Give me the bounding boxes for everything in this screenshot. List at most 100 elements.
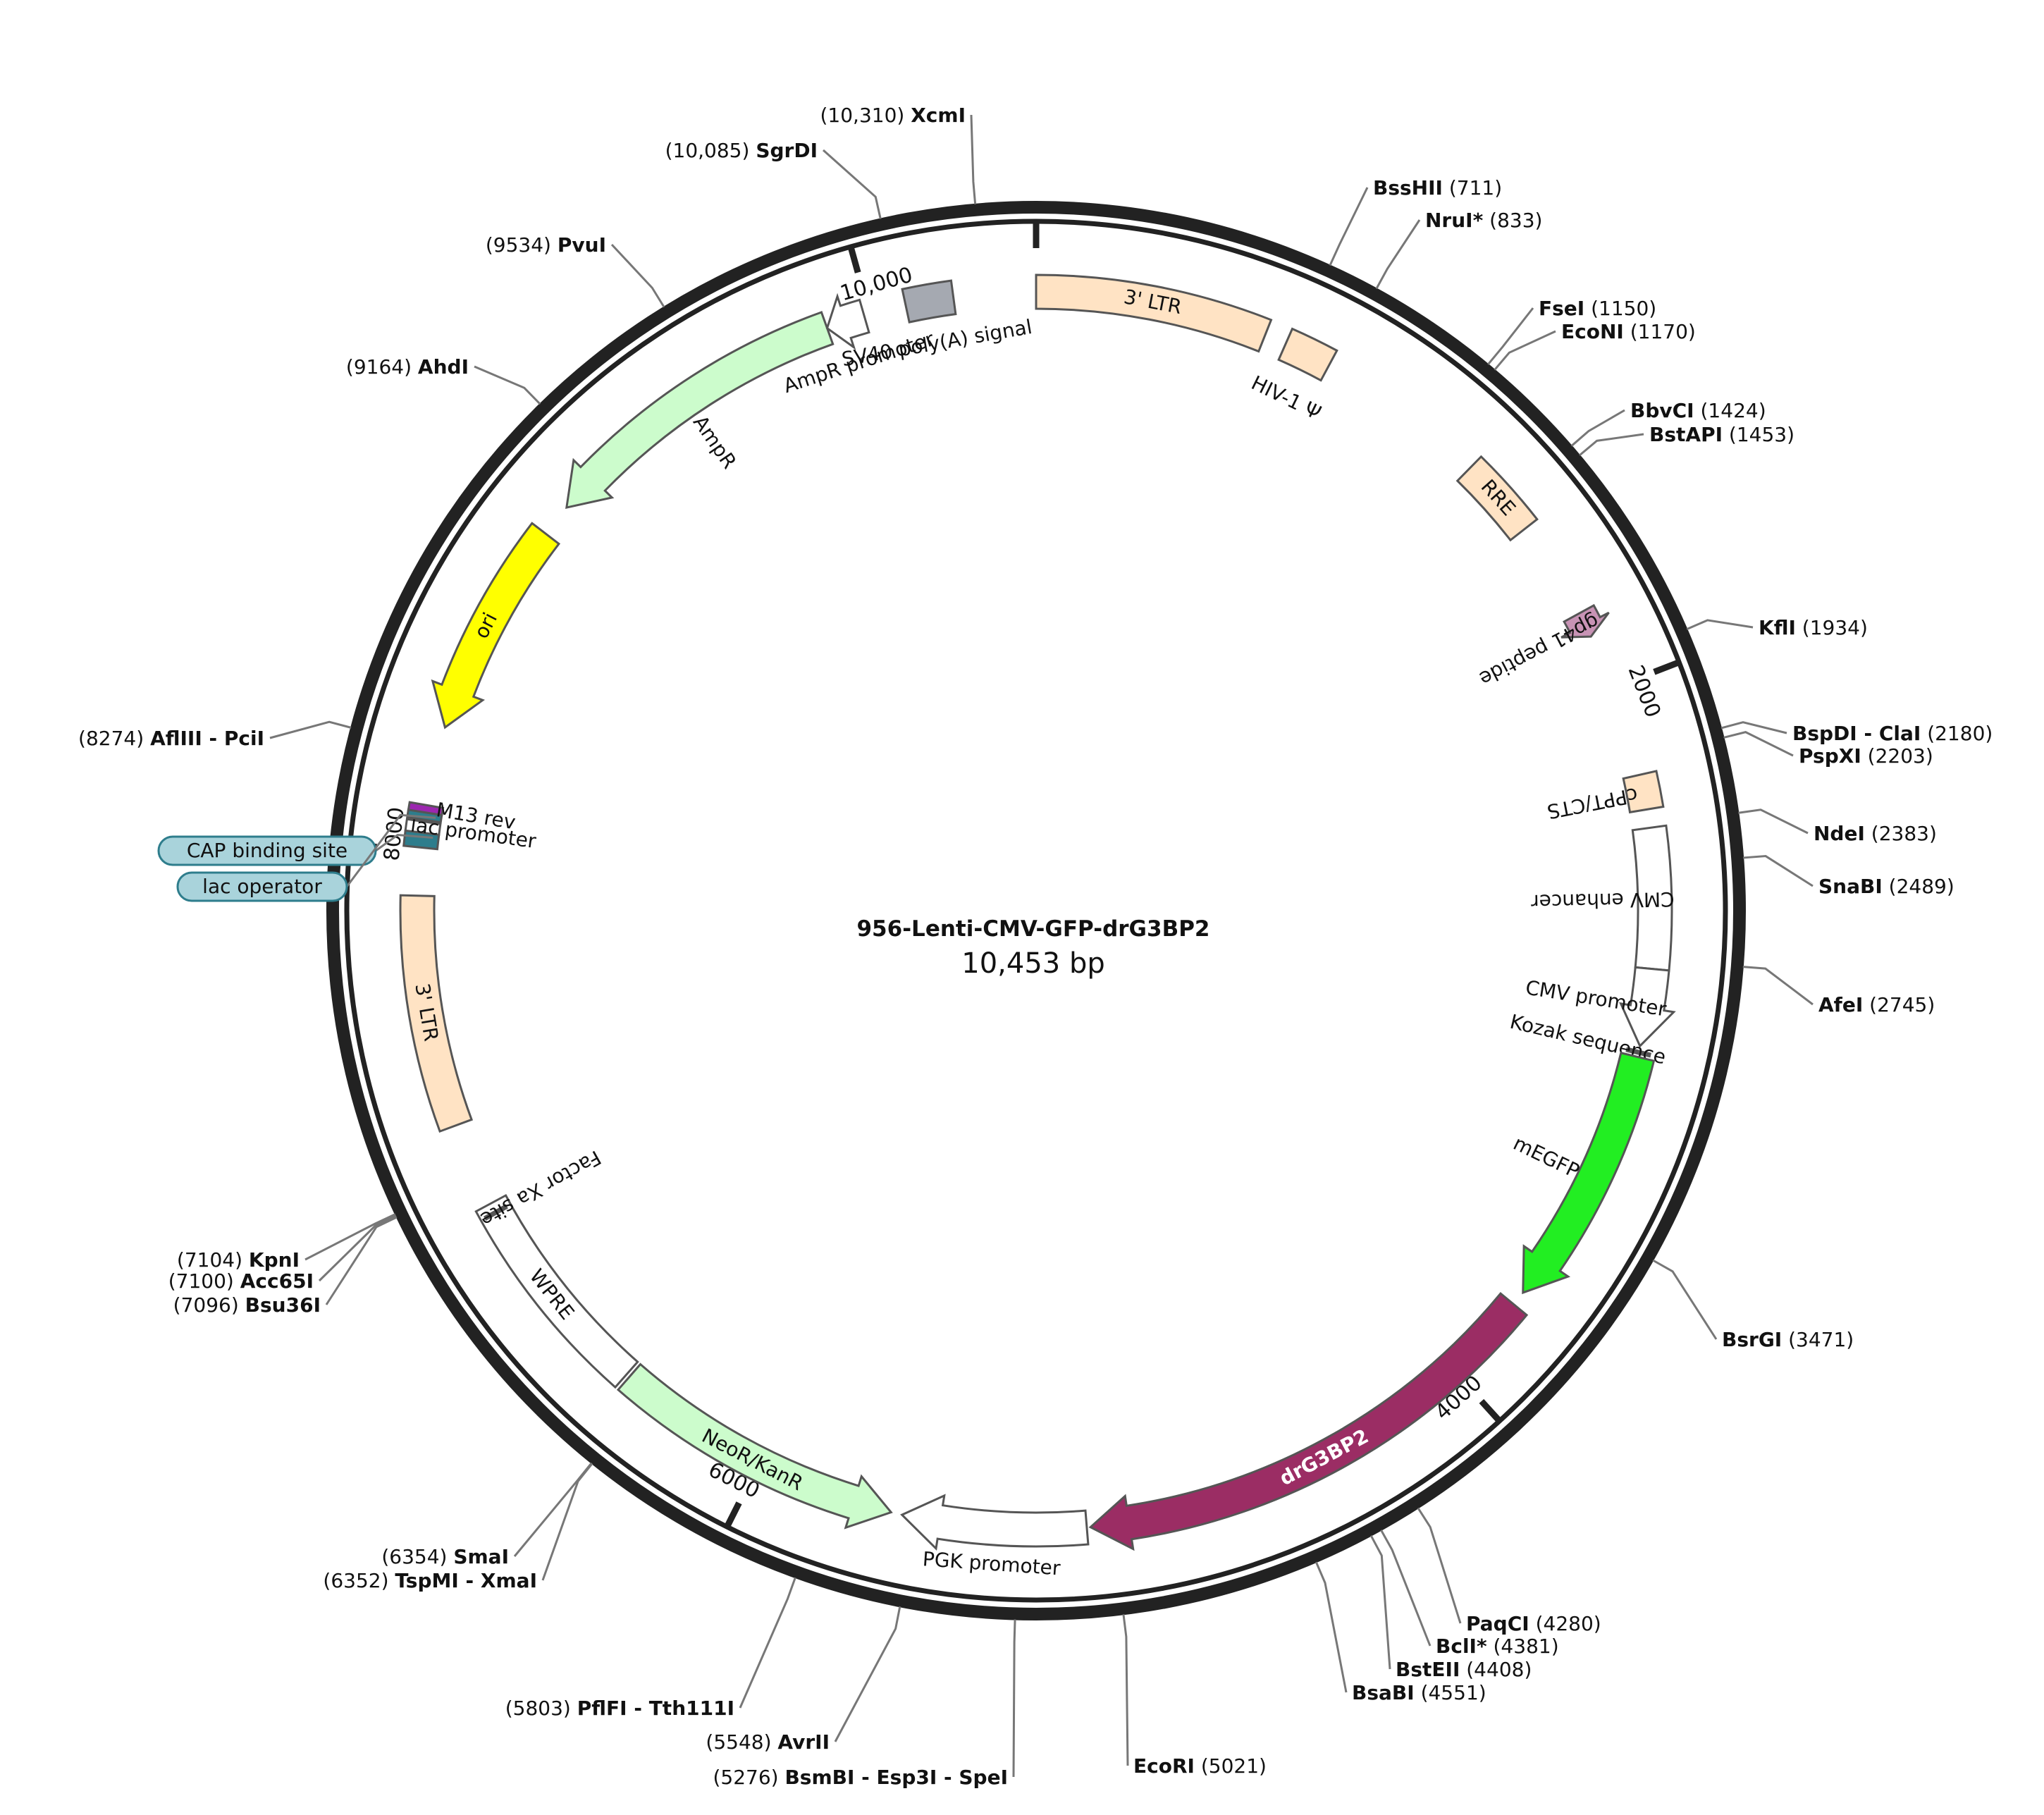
feature-ampr[interactable]: AmpR <box>565 311 835 509</box>
site-label: (5276) BsmBI - Esp3I - SpeI <box>713 1766 1008 1789</box>
site-ahdi[interactable]: (9164) AhdI <box>346 355 541 405</box>
feature-drg3bp2[interactable]: drG3BP2 <box>1088 1292 1529 1551</box>
site-enzyme-name: BsmBI - Esp3I - SpeI <box>784 1766 1008 1789</box>
feature-mark <box>483 1204 508 1221</box>
site-acc65i[interactable]: (7100) Acc65I <box>168 1214 397 1293</box>
site-afei[interactable]: AfeI (2745) <box>1742 966 1935 1016</box>
site-bspdi-clai[interactable]: BspDI - ClaI (2180) <box>1720 721 1993 745</box>
site-bsu36i[interactable]: (7096) Bsu36I <box>173 1216 398 1317</box>
site-enzyme-name: BbvCI <box>1630 399 1694 422</box>
feature-label: HIV-1 Ψ <box>1248 371 1324 424</box>
site-label: (7104) KpnI <box>177 1248 300 1272</box>
badge-pill <box>176 871 348 902</box>
site-enzyme-name: Acc65I <box>240 1269 314 1293</box>
site-position: (2745) <box>1863 993 1935 1016</box>
site-bstapi[interactable]: BstAPI (1453) <box>1579 423 1794 457</box>
badge-label: lac operator <box>202 875 322 898</box>
site-label: (7096) Bsu36I <box>173 1293 321 1317</box>
site-enzyme-name: AhdI <box>418 355 469 379</box>
site-smai[interactable]: (6354) SmaI <box>381 1462 593 1568</box>
plasmid-name: 956-Lenti-CMV-GFP-drG3BP2 <box>856 916 1209 942</box>
backbone-outer-ring <box>326 201 1746 1620</box>
site-position: (10,085) <box>665 139 756 162</box>
site-pflfi-tth111i[interactable]: (5803) PflFI - Tth111I <box>505 1577 796 1720</box>
site-leader-line <box>1720 721 1787 734</box>
feature-label: SV40 poly(A) signal <box>840 315 1034 371</box>
site-kfli[interactable]: KflI (1934) <box>1686 616 1868 639</box>
site-leader-line <box>1579 433 1644 457</box>
site-bsteii[interactable]: BstEII (4408) <box>1369 1534 1532 1681</box>
feature-mark <box>1625 1047 1652 1058</box>
site-enzyme-name: XcmI <box>911 104 966 127</box>
feature-ltr5[interactable]: 3' LTR <box>1035 273 1273 353</box>
site-enzyme-name: SgrDI <box>756 139 818 162</box>
site-bcli[interactable]: BclI* (4381) <box>1380 1530 1559 1658</box>
site-kpni[interactable]: (7104) KpnI <box>177 1213 396 1272</box>
site-label: BsrGI (3471) <box>1722 1328 1854 1351</box>
site-bsshii[interactable]: BssHII (711) <box>1329 176 1502 266</box>
site-afliii-pcii[interactable]: (8274) AflIII - PciI <box>78 720 352 750</box>
site-sgrdi[interactable]: (10,085) SgrDI <box>665 139 882 219</box>
site-enzyme-name: NruI* <box>1425 209 1484 232</box>
site-label: BbvCI (1424) <box>1630 399 1766 422</box>
site-paqci[interactable]: PaqCI (4280) <box>1417 1507 1601 1635</box>
feature-badges: CAP binding site lac operator <box>157 813 436 902</box>
site-position: (833) <box>1483 209 1542 232</box>
site-avrii[interactable]: (5548) AvrII <box>706 1606 901 1754</box>
tick-2000: 2000 <box>1623 660 1680 721</box>
feature-label: AmpR <box>689 411 741 473</box>
site-enzyme-name: PvuI <box>558 233 606 257</box>
feature-ltr3[interactable]: 3' LTR <box>399 894 474 1133</box>
site-enzyme-name: BspDI - ClaI <box>1792 722 1921 745</box>
site-fsei[interactable]: FseI (1150) <box>1487 297 1656 365</box>
feature-ori[interactable]: ori <box>431 522 561 730</box>
site-enzyme-name: BclI* <box>1436 1635 1487 1658</box>
feature-gp41[interactable]: gp41 peptide <box>1476 603 1610 691</box>
site-bsabi[interactable]: BsaBI (4551) <box>1315 1561 1486 1704</box>
site-econi[interactable]: EcoNI (1170) <box>1494 320 1696 371</box>
feature-arrow <box>565 311 835 509</box>
site-position: (4381) <box>1487 1635 1559 1658</box>
feature-arrow <box>1088 1292 1529 1551</box>
site-bbvci[interactable]: BbvCI (1424) <box>1570 399 1766 447</box>
feature-pgk[interactable]: PGK promoter <box>900 1494 1090 1580</box>
site-label: (9534) PvuI <box>486 233 606 257</box>
site-xcmi[interactable]: (10,310) XcmI <box>820 104 977 204</box>
badge-cap-binding-site[interactable]: CAP binding site <box>157 833 433 866</box>
site-ecori[interactable]: EcoRI (5021) <box>1122 1614 1267 1778</box>
feature-cppt[interactable]: cPPT/CTS <box>1545 770 1665 823</box>
site-label: (7100) Acc65I <box>168 1269 314 1293</box>
site-leader-line <box>1315 1561 1348 1693</box>
site-enzyme-name: AflIII - PciI <box>150 727 264 750</box>
site-snabi[interactable]: SnaBI (2489) <box>1743 855 1954 898</box>
feature-box <box>474 1193 639 1389</box>
site-nrui[interactable]: NruI* (833) <box>1375 209 1543 290</box>
site-position: (711) <box>1443 176 1502 199</box>
site-enzyme-name: EcoNI <box>1561 320 1624 343</box>
site-label: (10,310) XcmI <box>820 104 966 127</box>
site-label: FseI (1150) <box>1539 297 1656 320</box>
site-enzyme-name: FseI <box>1539 297 1584 320</box>
site-bsmbi-esp3i-spei[interactable]: (5276) BsmBI - Esp3I - SpeI <box>713 1619 1016 1789</box>
site-position: (2489) <box>1883 875 1954 898</box>
site-leader-line <box>269 720 352 739</box>
site-enzyme-name: BssHII <box>1373 176 1443 199</box>
feature-cmv-enh[interactable]: CMV enhancer <box>1530 824 1675 972</box>
site-pspxi[interactable]: PspXI (2203) <box>1723 731 1933 768</box>
site-ndei[interactable]: NdeI (2383) <box>1738 808 1937 845</box>
site-leader-line <box>1329 187 1369 266</box>
site-bsrgi[interactable]: BsrGI (3471) <box>1652 1259 1854 1351</box>
site-leader-line <box>1494 330 1556 371</box>
site-leader-line <box>1743 855 1814 887</box>
badge-lac-operator[interactable]: lac operator <box>176 813 436 902</box>
feature-factor-xa[interactable]: Factor Xa site <box>476 1145 605 1231</box>
site-leader-line <box>474 365 541 405</box>
site-pvui[interactable]: (9534) PvuI <box>486 233 665 308</box>
site-tspmi-xmai[interactable]: (6352) TspMI - XmaI <box>323 1463 593 1592</box>
site-leader-line <box>610 243 665 308</box>
feature-arrow <box>616 1362 893 1530</box>
feature-rre[interactable]: RRE <box>1455 455 1539 542</box>
badge-leader-line <box>375 833 433 852</box>
site-leader-line <box>1369 1534 1391 1670</box>
